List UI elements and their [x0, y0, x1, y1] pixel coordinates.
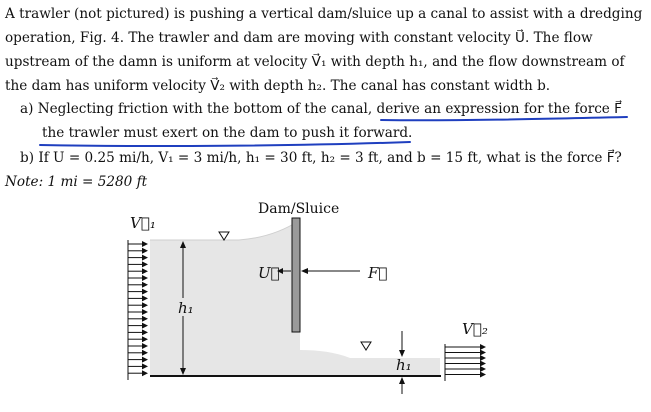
v2-arrow-head	[480, 360, 486, 367]
v1-arrow-head	[142, 322, 148, 329]
f-arrowhead	[301, 268, 308, 274]
v2-arrow-head	[480, 344, 486, 350]
v2-arrow-head	[480, 355, 486, 361]
dam-sluice	[291, 217, 301, 333]
v1-arrow-head	[142, 315, 148, 322]
h1-left-arrowhead-top	[180, 241, 186, 248]
v1-arrow-head	[142, 275, 148, 281]
dam-label: Dam/Sluice	[258, 201, 339, 217]
u-arrowhead	[277, 268, 283, 274]
part-b: b) If U = 0.25 mi/h, V₁ = 3 mi/h, h₁ = 3…	[20, 150, 622, 166]
downstream-surface-marker	[360, 341, 372, 351]
v1-inflow-arrows	[128, 241, 148, 377]
v1-arrow-head	[142, 288, 148, 295]
v1-arrow-head	[142, 309, 148, 315]
v1-arrow-head	[142, 247, 148, 254]
upstream-surface-marker	[218, 231, 230, 241]
v2-label: V⃗₂	[462, 320, 488, 338]
problem-line-3: upstream of the damn is uniform at veloc…	[5, 54, 625, 70]
h-right-arrowhead-bottom	[399, 377, 405, 384]
annotation-underline-2	[39, 141, 411, 147]
water-region	[150, 220, 440, 375]
v2-arrow-head	[480, 349, 486, 356]
v1-arrow-head	[142, 241, 148, 247]
f-label: F⃗	[367, 264, 387, 282]
note: Note: 1 mi = 5280 ft	[5, 174, 148, 190]
v2-arrow-head	[480, 371, 486, 378]
upstream-surface	[150, 219, 301, 241]
v1-arrow-head	[142, 336, 148, 343]
v1-arrow-head	[142, 268, 148, 275]
problem-line-4: the dam has uniform velocity V⃗₂ with de…	[5, 78, 551, 94]
annotation-underline-1	[380, 116, 628, 122]
v1-arrow-head	[142, 261, 148, 268]
v1-arrow-head	[142, 370, 148, 377]
v2-outflow-arrows	[445, 344, 486, 378]
u-label: U⃗	[258, 264, 280, 282]
problem-line-1: A trawler (not pictured) is pushing a ve…	[5, 6, 643, 22]
part-a-line-2: the trawler must exert on the dam to pus…	[42, 125, 413, 141]
v2-arrow-head	[480, 366, 486, 372]
v1-arrow-head	[142, 329, 148, 336]
v1-label: V⃗₁	[130, 214, 156, 232]
v1-arrow-head	[142, 281, 148, 288]
h1-left-label: h₁	[178, 299, 194, 317]
v1-arrow-head	[142, 254, 148, 261]
v1-arrow-head	[142, 356, 148, 363]
part-a-line-1: a) Neglecting friction with the bottom o…	[20, 101, 622, 117]
problem-line-2: operation, Fig. 4. The trawler and dam a…	[5, 30, 593, 46]
v1-arrow-head	[142, 349, 148, 356]
h1-right-label: h₁	[396, 356, 412, 374]
v1-arrow-head	[142, 363, 148, 370]
v1-arrow-head	[142, 302, 148, 309]
v1-arrow-head	[142, 343, 148, 349]
h1-left-arrowhead-bottom	[180, 368, 186, 375]
v1-arrow-head	[142, 295, 148, 302]
h-right-arrowhead-top	[399, 350, 405, 357]
